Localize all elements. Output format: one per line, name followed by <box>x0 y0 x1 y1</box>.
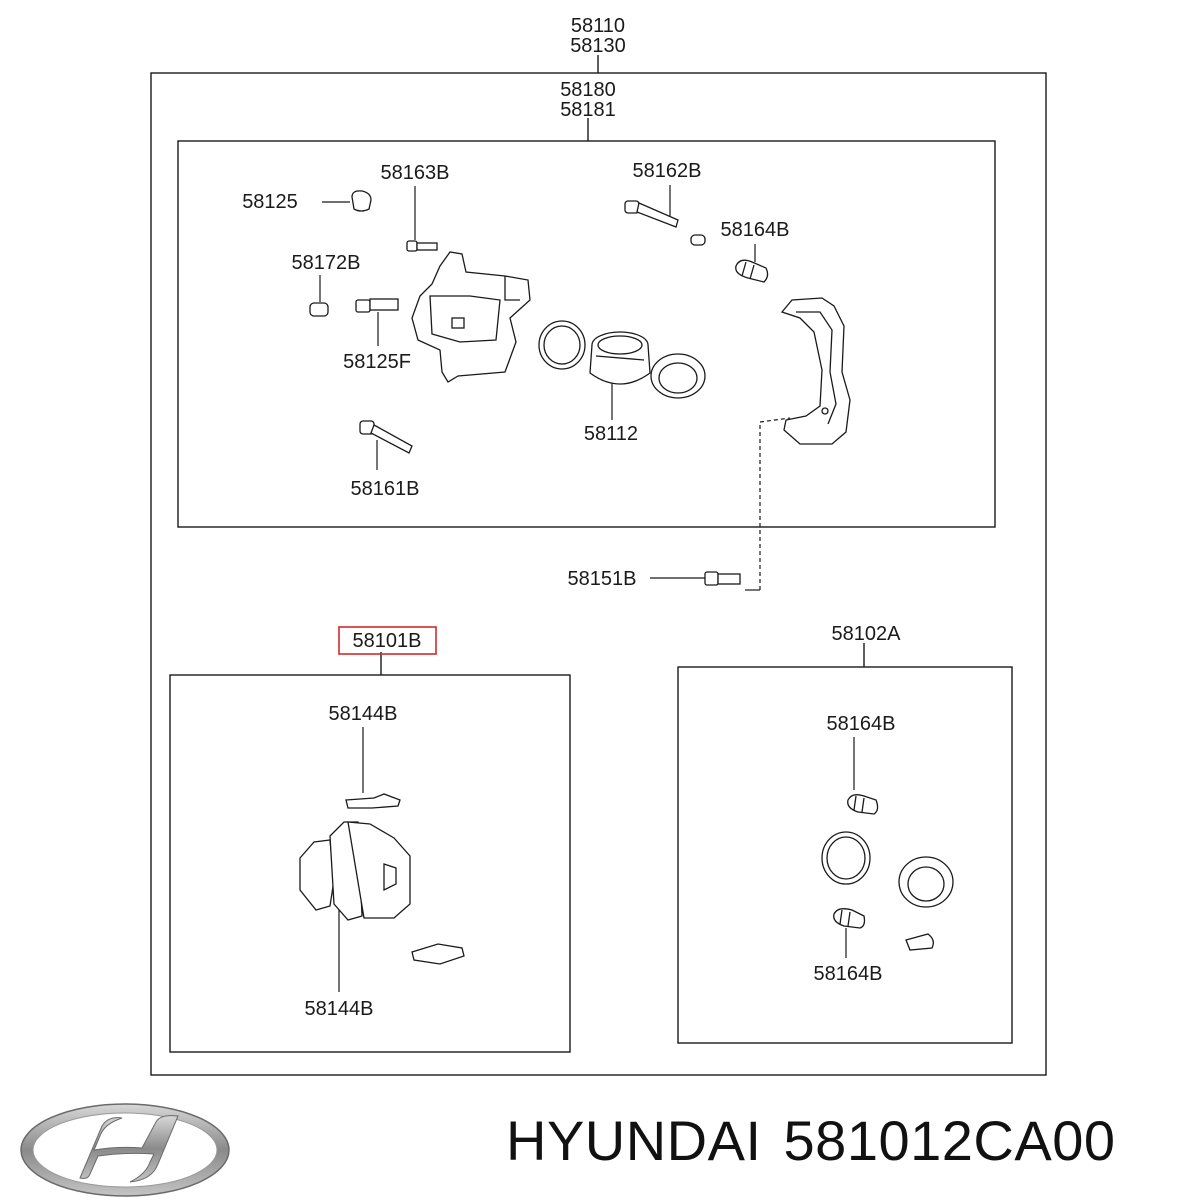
pad-kit-number-label: 58101B <box>353 630 422 652</box>
dust-boot-part <box>650 353 706 399</box>
pin-cap-kit-part <box>905 933 934 951</box>
footer-caption: HYUNDAI 581012CA00 <box>506 1108 1137 1173</box>
part-label-58164b: 58164B <box>814 963 883 985</box>
pin-cap-part <box>690 234 706 246</box>
piston-seal-part <box>538 320 586 370</box>
part-label-58164b: 58164B <box>827 713 896 735</box>
pad-kit-frame <box>169 674 571 1053</box>
part-label-58125: 58125 <box>242 191 298 213</box>
part-label-58161b: 58161B <box>351 478 420 500</box>
part-label-58162b: 58162B <box>633 160 702 182</box>
bleeder-valve-part <box>355 298 399 313</box>
brand-name: HYUNDAI <box>506 1109 762 1172</box>
seal-kit-number-label: 58102A <box>832 623 902 645</box>
caliper-kit-frame <box>177 140 996 528</box>
part-label-58172b: 58172B <box>292 252 361 274</box>
dust-boot-kit-part <box>898 856 954 908</box>
hyundai-logo-icon <box>20 1103 230 1197</box>
guide-pin-lower-part <box>359 420 413 454</box>
pad-shim-upper-part <box>345 793 401 809</box>
part-label-58144b: 58144B <box>329 703 398 725</box>
seal-kit-frame <box>677 666 1013 1044</box>
assembly-number-label: 58110 <box>571 15 625 37</box>
part-label-58164b: 58164B <box>721 219 790 241</box>
pad-shim-lower-part <box>411 943 465 965</box>
bleeder-screw-part <box>406 240 438 252</box>
part-label-58125f: 58125F <box>343 351 411 373</box>
assembly-number-label: 58130 <box>570 35 626 57</box>
caliper-bracket-part <box>780 297 851 445</box>
caliper-body-part <box>411 251 531 383</box>
bleeder-cap-part <box>351 190 372 212</box>
piston-part <box>589 331 651 385</box>
pin-boot-kit-upper-part <box>847 794 879 815</box>
part-label-58112: 58112 <box>584 423 638 445</box>
bracket-bolt-part <box>704 571 741 586</box>
part-label-58163b: 58163B <box>381 162 450 184</box>
caliper-kit-number-label: 58180 <box>560 79 616 101</box>
part-label-58144b: 58144B <box>305 998 374 1020</box>
brake-pads-part <box>299 821 411 921</box>
caliper-kit-number-label: 58181 <box>560 99 616 121</box>
highlight-box <box>338 626 437 655</box>
pin-boot-upper-part <box>735 259 769 283</box>
piston-seal-kit-part <box>821 831 871 885</box>
guide-pin-upper-part <box>624 200 679 228</box>
pin-boot-kit-lower-part <box>833 908 866 929</box>
dust-cap-part <box>309 302 329 317</box>
part-label-58151b: 58151B <box>568 568 637 590</box>
part-number: 581012CA00 <box>783 1109 1116 1172</box>
